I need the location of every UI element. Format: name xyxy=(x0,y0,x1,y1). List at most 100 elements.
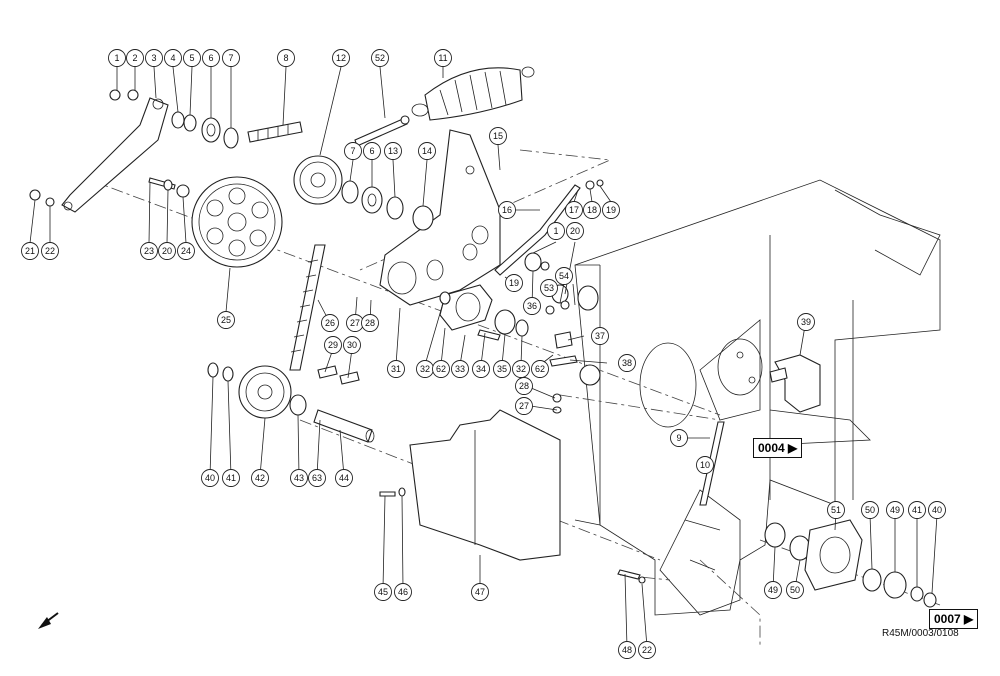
callout-circle xyxy=(928,501,946,519)
callout-28: 28 xyxy=(515,377,533,395)
callout-label: 50 xyxy=(865,505,875,515)
callout-circle xyxy=(861,501,879,519)
large-sprocket xyxy=(191,176,283,268)
callout-label: 3 xyxy=(151,53,156,63)
callout-19: 19 xyxy=(505,274,523,292)
callout-circle xyxy=(374,583,392,601)
callout-54: 54 xyxy=(555,267,573,285)
callout-circle xyxy=(343,336,361,354)
callout-circle xyxy=(361,314,379,332)
callout-label: 10 xyxy=(700,460,710,470)
callout-circle xyxy=(434,49,452,67)
callout-circle xyxy=(638,641,656,659)
callout-circle xyxy=(432,360,450,378)
callout-label: 37 xyxy=(595,331,605,341)
callout-14: 14 xyxy=(418,142,436,160)
callout-27: 27 xyxy=(346,314,364,332)
callout-circle xyxy=(126,49,144,67)
callout-38: 38 xyxy=(618,354,636,372)
callout-label: 53 xyxy=(544,283,554,293)
callout-label: 6 xyxy=(369,146,374,156)
callout-63: 63 xyxy=(308,469,326,487)
callout-circle xyxy=(290,469,308,487)
callout-15: 15 xyxy=(489,127,507,145)
callout-23: 23 xyxy=(140,242,158,260)
callout-62: 62 xyxy=(432,360,450,378)
callout-circle xyxy=(202,49,220,67)
callout-circle xyxy=(177,242,195,260)
callout-circle xyxy=(908,501,926,519)
callout-circle xyxy=(670,429,688,447)
callout-circle xyxy=(217,311,235,329)
leader-lines xyxy=(29,66,938,648)
callout-circle xyxy=(308,469,326,487)
shaft-bearings-upper xyxy=(341,180,434,231)
callout-label: 13 xyxy=(388,146,398,156)
callout-circle xyxy=(786,581,804,599)
callout-13: 13 xyxy=(384,142,402,160)
callout-label: 44 xyxy=(339,473,349,483)
callout-label: 7 xyxy=(350,146,355,156)
callout-circle xyxy=(332,49,350,67)
callout-label: 29 xyxy=(328,340,338,350)
reference-0004[interactable]: 0004 ▶ xyxy=(753,438,803,458)
callout-2: 2 xyxy=(126,49,144,67)
callout-22: 22 xyxy=(41,242,59,260)
callout-circle xyxy=(696,456,714,474)
callout-30: 30 xyxy=(343,336,361,354)
long-chain xyxy=(289,244,326,371)
callout-45: 45 xyxy=(374,583,392,601)
callout-label: 12 xyxy=(336,53,346,63)
cover-guard xyxy=(379,409,561,561)
callout-label: 48 xyxy=(622,645,632,655)
callout-label: 52 xyxy=(375,53,385,63)
callout-41: 41 xyxy=(222,469,240,487)
callout-circle xyxy=(515,397,533,415)
callout-18: 18 xyxy=(583,201,601,219)
callout-label: 17 xyxy=(569,205,579,215)
callout-31: 31 xyxy=(387,360,405,378)
callout-19: 19 xyxy=(602,201,620,219)
bolt-48 xyxy=(617,569,646,584)
callout-8: 8 xyxy=(277,49,295,67)
callout-circle xyxy=(555,267,573,285)
reference-0007[interactable]: 0007 ▶ xyxy=(929,609,979,629)
callout-label: 42 xyxy=(255,473,265,483)
callout-circle xyxy=(489,127,507,145)
roller-chain-short xyxy=(247,121,303,143)
callout-32: 32 xyxy=(512,360,530,378)
callout-circle xyxy=(827,501,845,519)
callout-label: 22 xyxy=(45,246,55,256)
callout-label: 23 xyxy=(144,246,154,256)
callout-circle xyxy=(21,242,39,260)
callout-label: 49 xyxy=(768,585,778,595)
callout-label: 39 xyxy=(801,317,811,327)
callout-20: 20 xyxy=(566,222,584,240)
callout-34: 34 xyxy=(472,360,490,378)
callout-label: 33 xyxy=(455,364,465,374)
callout-label: 32 xyxy=(516,364,526,374)
callout-label: 16 xyxy=(502,205,512,215)
callout-label: 15 xyxy=(493,131,503,141)
callout-17: 17 xyxy=(565,201,583,219)
callout-label: 21 xyxy=(25,246,35,256)
chain-links xyxy=(317,365,360,385)
callout-circle xyxy=(547,222,565,240)
callout-circle xyxy=(493,360,511,378)
callout-circle xyxy=(41,242,59,260)
callout-6: 6 xyxy=(202,49,220,67)
callout-39: 39 xyxy=(797,313,815,331)
callout-label: 36 xyxy=(527,301,537,311)
callout-40: 40 xyxy=(928,501,946,519)
callout-circle xyxy=(145,49,163,67)
callout-circle xyxy=(371,49,389,67)
callout-label: 2 xyxy=(132,53,137,63)
callout-circle xyxy=(251,469,269,487)
callout-47: 47 xyxy=(471,583,489,601)
callout-label: 31 xyxy=(391,364,401,374)
callout-label: 18 xyxy=(587,205,597,215)
callout-62: 62 xyxy=(531,360,549,378)
callout-label: 34 xyxy=(476,364,486,374)
callout-51: 51 xyxy=(827,501,845,519)
callout-label: 27 xyxy=(519,401,529,411)
